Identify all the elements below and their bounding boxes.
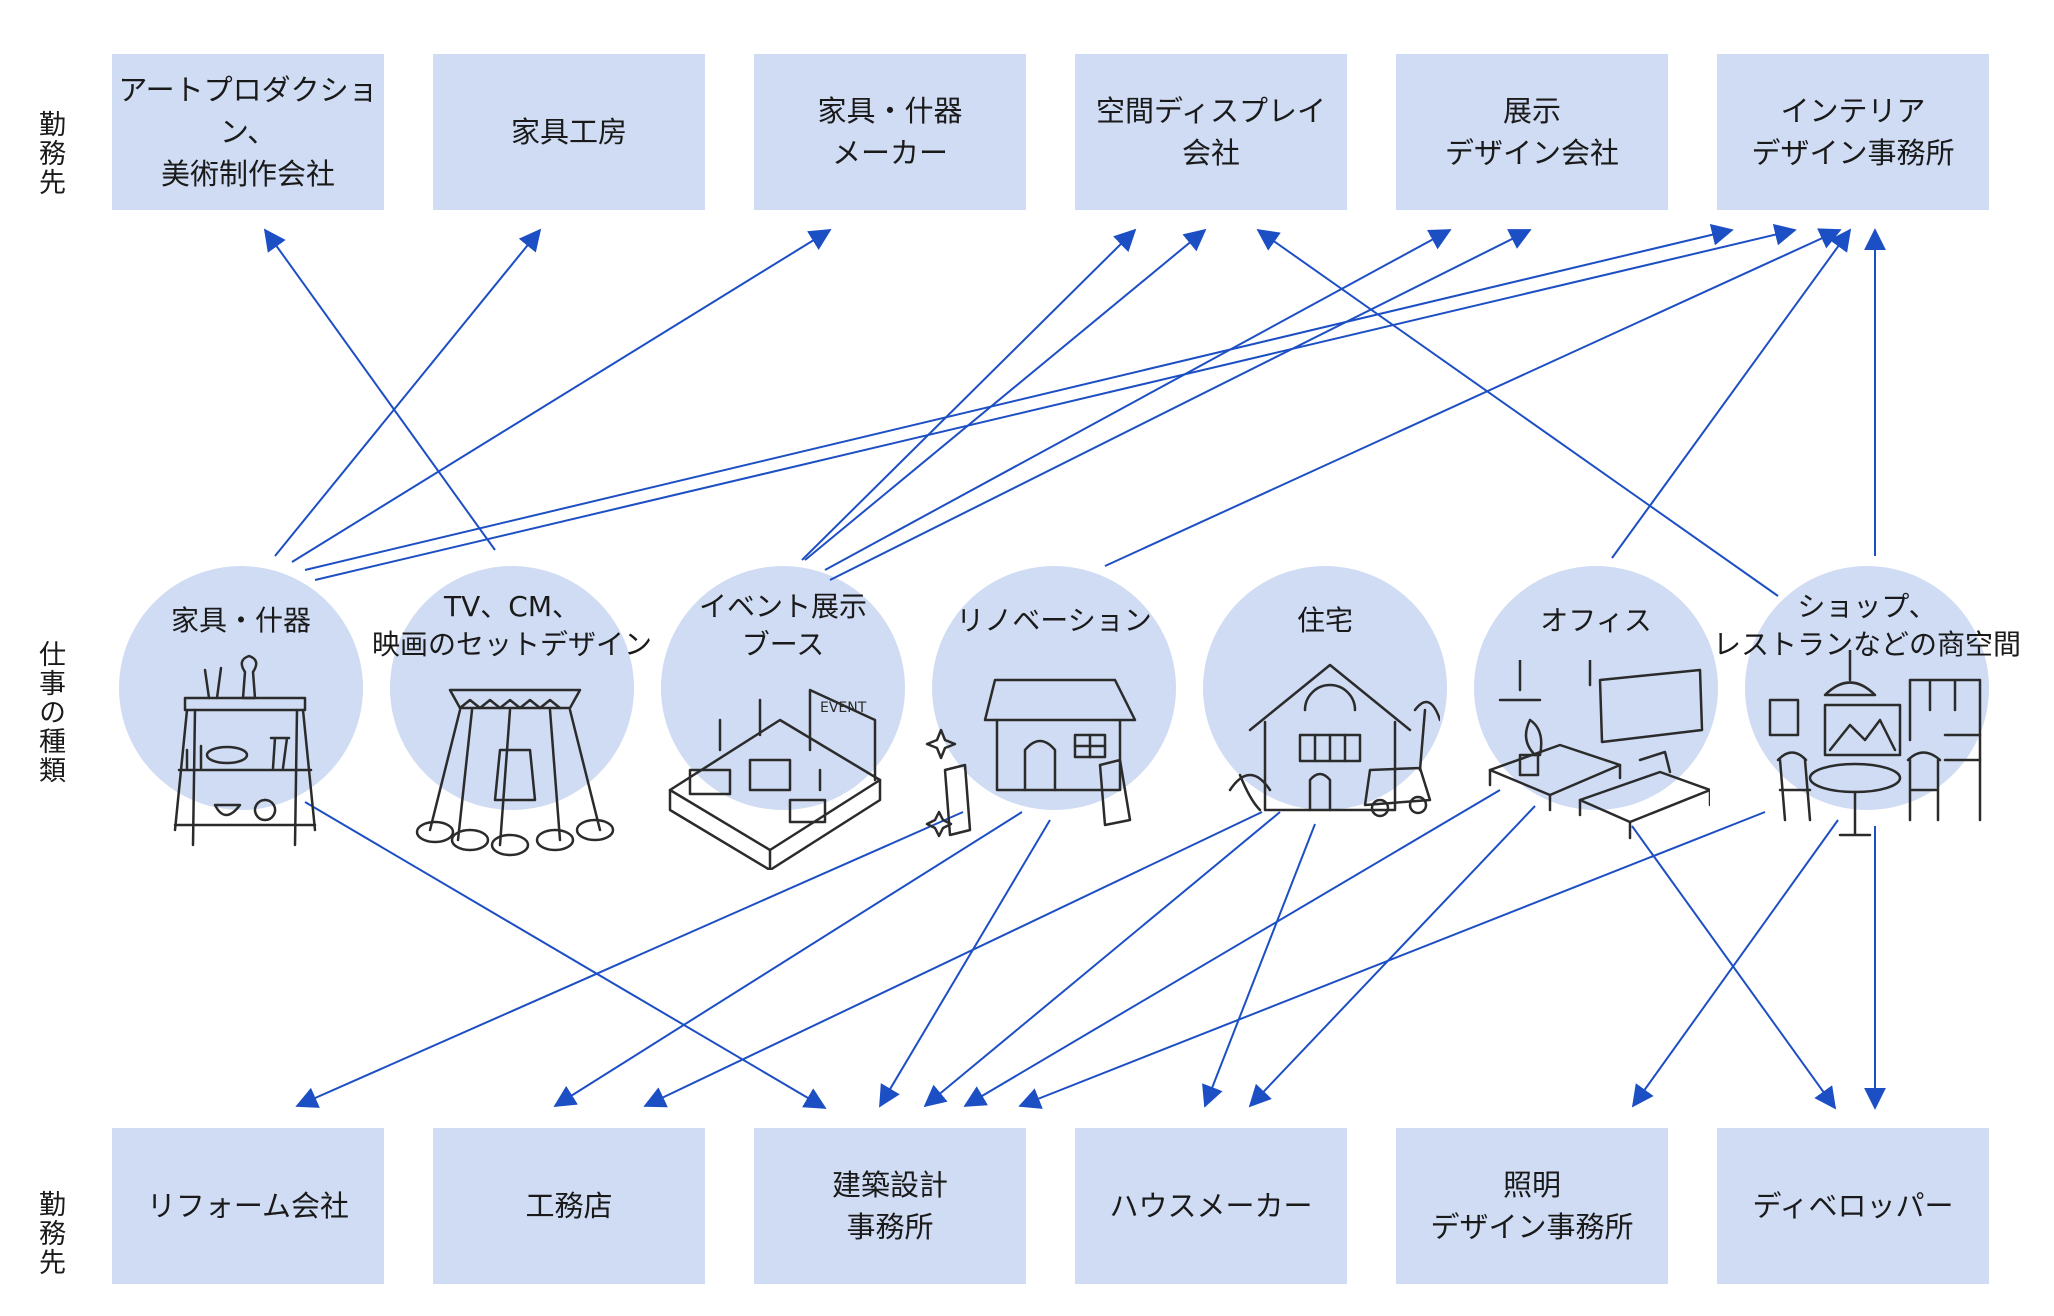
job-label-set-design: TV、CM、 映画のセットデザイン bbox=[371, 590, 652, 661]
arrow-office-to-architecture bbox=[963, 789, 1501, 1107]
arrow-event-to-spacedisplay bbox=[804, 228, 1207, 561]
bottom-company-box-developer: ディベロッパー bbox=[1717, 1128, 1989, 1284]
arrow-setdesign-to-artproduction bbox=[263, 228, 496, 551]
renovation-house-icon bbox=[925, 678, 1137, 838]
arrow-office-to-developer bbox=[1631, 825, 1837, 1110]
arrow-furniture-to-interior-1 bbox=[304, 223, 1734, 571]
job-label-commercial: ショップ、 レストランなどの商空間 bbox=[1712, 590, 2021, 661]
bottom-company-box-house-maker: ハウスメーカー bbox=[1075, 1128, 1347, 1284]
job-circle-office bbox=[1474, 566, 1718, 810]
top-company-box-furniture-workshop: 家具工房 bbox=[433, 54, 705, 210]
side-label-job-types: 仕事の種類 bbox=[34, 640, 65, 785]
arrow-furniture-to-spacedisplay bbox=[801, 228, 1137, 561]
bottom-company-box-lighting-design: 照明 デザイン事務所 bbox=[1396, 1128, 1668, 1284]
arrow-shop-to-spacedisplay bbox=[1256, 228, 1779, 597]
bottom-company-box-builder: 工務店 bbox=[433, 1128, 705, 1284]
top-company-label: 家具・什器 メーカー bbox=[817, 94, 963, 170]
bottom-company-box-reform: リフォーム会社 bbox=[112, 1128, 384, 1284]
bottom-company-box-architecture-office: 建築設計 事務所 bbox=[754, 1128, 1026, 1284]
arrow-office-to-interior bbox=[1611, 228, 1852, 559]
side-label-workplace-top: 勤務先 bbox=[34, 110, 65, 197]
arrow-furniture-to-architecture bbox=[304, 801, 827, 1109]
stage-lights-icon bbox=[415, 688, 615, 857]
arrow-renovation-to-reform bbox=[295, 811, 964, 1108]
top-company-box-furniture-maker: 家具・什器 メーカー bbox=[754, 54, 1026, 210]
arrow-shop-to-architecture bbox=[1018, 811, 1766, 1109]
arrow-housing-to-housemaker bbox=[1202, 823, 1316, 1108]
arrow-furniture-to-workshop bbox=[274, 228, 542, 557]
bottom-company-label: 建築設計 事務所 bbox=[831, 1168, 948, 1244]
cafe-interior-icon bbox=[1768, 650, 1982, 837]
top-company-label: 空間ディスプレイ 会社 bbox=[1096, 94, 1326, 170]
bottom-company-label: リフォーム会社 bbox=[146, 1189, 350, 1223]
job-label-housing: 住宅 bbox=[1296, 604, 1353, 637]
arrow-housing-to-architecture bbox=[923, 811, 1281, 1108]
bottom-company-label: 工務店 bbox=[525, 1189, 613, 1223]
job-circle-set-design bbox=[390, 566, 634, 810]
event-booth-icon: EVENT bbox=[668, 688, 882, 870]
arrow-furniture-to-interior-2 bbox=[314, 223, 1797, 581]
top-company-label: 家具工房 bbox=[510, 115, 627, 149]
job-label-furniture: 家具・什器 bbox=[170, 604, 311, 637]
arrow-shop-to-lighting bbox=[1631, 819, 1839, 1108]
job-label-office: オフィス bbox=[1540, 604, 1652, 637]
top-company-box-exhibition-design: 展示 デザイン会社 bbox=[1396, 54, 1668, 210]
svg-text:EVENT: EVENT bbox=[820, 700, 867, 716]
top-company-box-interior-design: インテリア デザイン事務所 bbox=[1717, 54, 1989, 210]
arrow-event-to-exhibition-1 bbox=[824, 229, 1452, 571]
arrow-event-to-exhibition-2 bbox=[829, 229, 1532, 581]
arrow-renovation-to-interior bbox=[1104, 228, 1842, 567]
top-company-label: 展示 デザイン会社 bbox=[1444, 94, 1619, 170]
house-icon bbox=[1228, 663, 1440, 818]
arrow-furniture-to-maker bbox=[291, 229, 832, 563]
bottom-company-label: ハウスメーカー bbox=[1109, 1189, 1313, 1223]
furniture-shelf-icon bbox=[173, 654, 317, 847]
side-label-workplace-bottom: 勤務先 bbox=[34, 1190, 65, 1277]
top-company-label: インテリア デザイン事務所 bbox=[1751, 94, 1955, 170]
job-label-event-booth: イベント展示 ブース bbox=[698, 590, 867, 661]
top-company-label: アートプロダクション、 美術制作会社 bbox=[118, 73, 378, 191]
bottom-company-label: ディベロッパー bbox=[1752, 1189, 1954, 1223]
bottom-company-label: 照明 デザイン事務所 bbox=[1430, 1168, 1634, 1244]
arrow-office-to-housemaker bbox=[1248, 805, 1536, 1108]
arrow-renovation-to-architecture bbox=[879, 819, 1051, 1108]
arrow-housing-to-builder bbox=[643, 811, 1263, 1108]
top-company-box-space-display: 空間ディスプレイ 会社 bbox=[1075, 54, 1347, 210]
job-label-renovation: リノベーション bbox=[956, 604, 1152, 637]
top-company-box-art-production: アートプロダクション、 美術制作会社 bbox=[112, 54, 384, 210]
arrow-renovation-to-builder-1 bbox=[553, 811, 1023, 1107]
office-desk-icon bbox=[1488, 660, 1710, 840]
